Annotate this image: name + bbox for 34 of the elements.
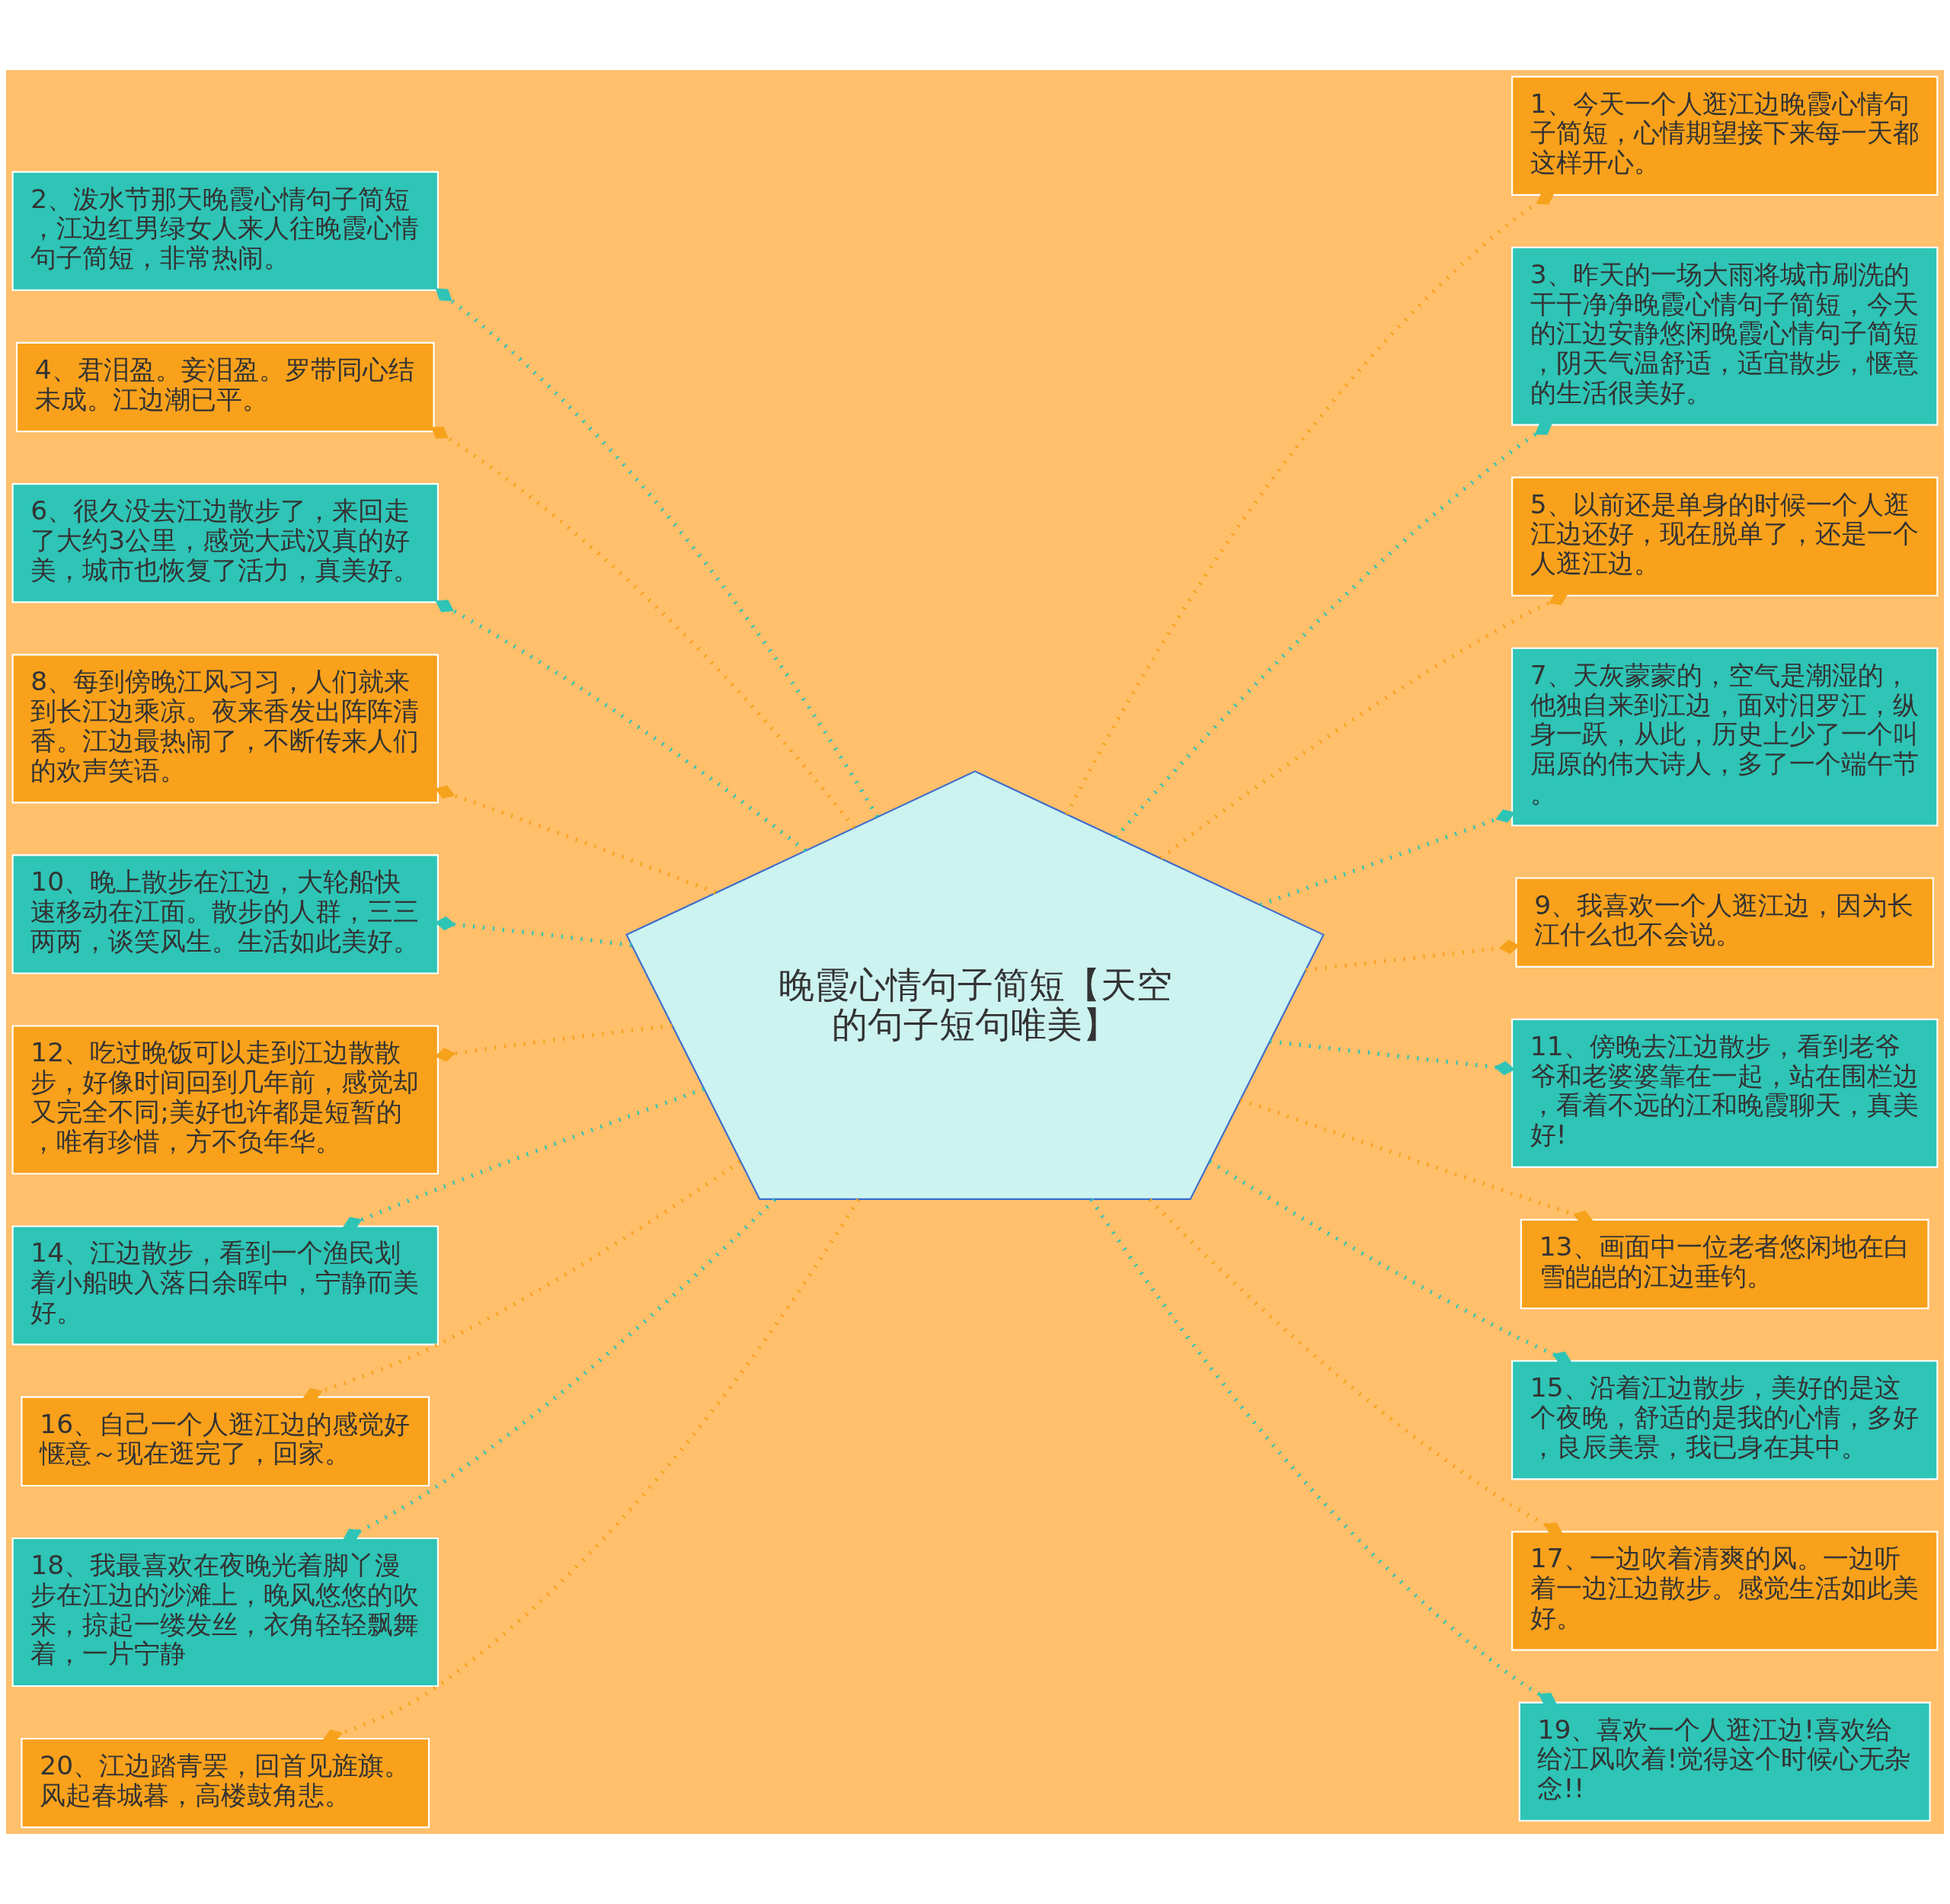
- connector: [435, 600, 807, 853]
- connector: [434, 916, 632, 948]
- connector: [1114, 423, 1553, 839]
- node-box: 10、晚上散步在江边，大轮船快速移动在江面。散步的人群，三三两两，谈笑风生。生活如此美好。: [11, 854, 439, 974]
- node-box: 11、傍晚去江边散步，看到老爷爷和老婆婆靠在一起，站在围栏边，看着不远的江和晚霞聊天，真美好!: [1511, 1018, 1939, 1168]
- node-box: 2、泼水节那天晚霞心情句子简短，江边红男绿女人来人往晚霞心情句子简短，非常热闹。: [11, 171, 439, 291]
- connector: [1159, 592, 1568, 860]
- node-box: 14、江边散步，看到一个渔民划着小船映入落日余晖中，宁静而美好。: [11, 1225, 439, 1346]
- node-box: 17、一边吹着清爽的风。一边听着一边江边散步。感觉生活如此美好。: [1511, 1531, 1939, 1651]
- connector: [430, 427, 856, 829]
- node-box: 8、每到傍晚江风习习，人们就来到长江边乘凉。夜来香发出阵阵清香。江边最热闹了，不断传来人们的欢声笑语。: [11, 654, 439, 804]
- connector: [1259, 809, 1516, 907]
- connector: [434, 1023, 673, 1062]
- connector: [1270, 1039, 1516, 1076]
- node-box: 9、我喜欢一个人逛江边，因为长江什么也不会说。: [1515, 877, 1935, 968]
- node-box: 6、很久没去江边散步了，来回走了大约3公里，感觉大武汉真的好美，城市也恢复了活力，真美好。: [11, 483, 439, 603]
- connector: [1065, 192, 1555, 816]
- connector: [1148, 1198, 1563, 1535]
- node-box: 20、江边踏青罢，回首见旌旗。风起春城暮，高楼鼓角悲。: [21, 1737, 430, 1829]
- node-box: 12、吃过晚饭可以走到江边散散步，好像时间回到几年前，感觉却又完全不同;美好也许都是短暂的，唯有珍惜，方不负年华。: [11, 1025, 439, 1175]
- node-box: 5、以前还是单身的时候一个人逛江边还好，现在脱单了，还是一个人逛江边。: [1511, 476, 1939, 597]
- node-box: 19、喜欢一个人逛江边!喜欢给给江风吹着!觉得这个时候心无杂念!!: [1518, 1701, 1931, 1822]
- node-box: 16、自己一个人逛江边的感觉好惬意～现在逛完了，回家。: [21, 1396, 430, 1487]
- node-box: 15、沿着江边散步，美好的是这个夜晚，舒适的是我的心情，多好，良辰美景，我已身在其中。: [1511, 1360, 1939, 1480]
- node-box: 18、我最喜欢在夜晚光着脚丫漫步在江边的沙滩上，晚风悠悠的吹来，掠起一缕发丝，衣角轻轻飘舞着，一片宁静: [11, 1537, 439, 1688]
- node-box: 4、君泪盈。妾泪盈。罗带同心结未成。江边潮已平。: [15, 341, 435, 433]
- node-box: 7、天灰蒙蒙的，空气是潮湿的，他独自来到江边，面对汨罗江，纵身一跃，从此，历史上少了一个叫屈原的伟大诗人，多了一个端午节。: [1511, 647, 1939, 827]
- connector: [1208, 1160, 1572, 1365]
- connector: [434, 785, 717, 894]
- node-box: 13、画面中一位老者悠闲地在白雪皑皑的江边垂钓。: [1520, 1218, 1929, 1310]
- connector: [435, 288, 879, 818]
- node-box: 1、今天一个人逛江边晚霞心情句子简短，心情期望接下来每一天都这样开心。: [1511, 75, 1939, 196]
- connector: [1089, 1198, 1557, 1705]
- node-box: 3、昨天的一场大雨将城市刷洗的干干净净晚霞心情句子简短，今天的江边安静悠闲晚霞心情句子简短，阴天气温舒适，适宜散步，惬意的生活很美好。: [1511, 246, 1939, 426]
